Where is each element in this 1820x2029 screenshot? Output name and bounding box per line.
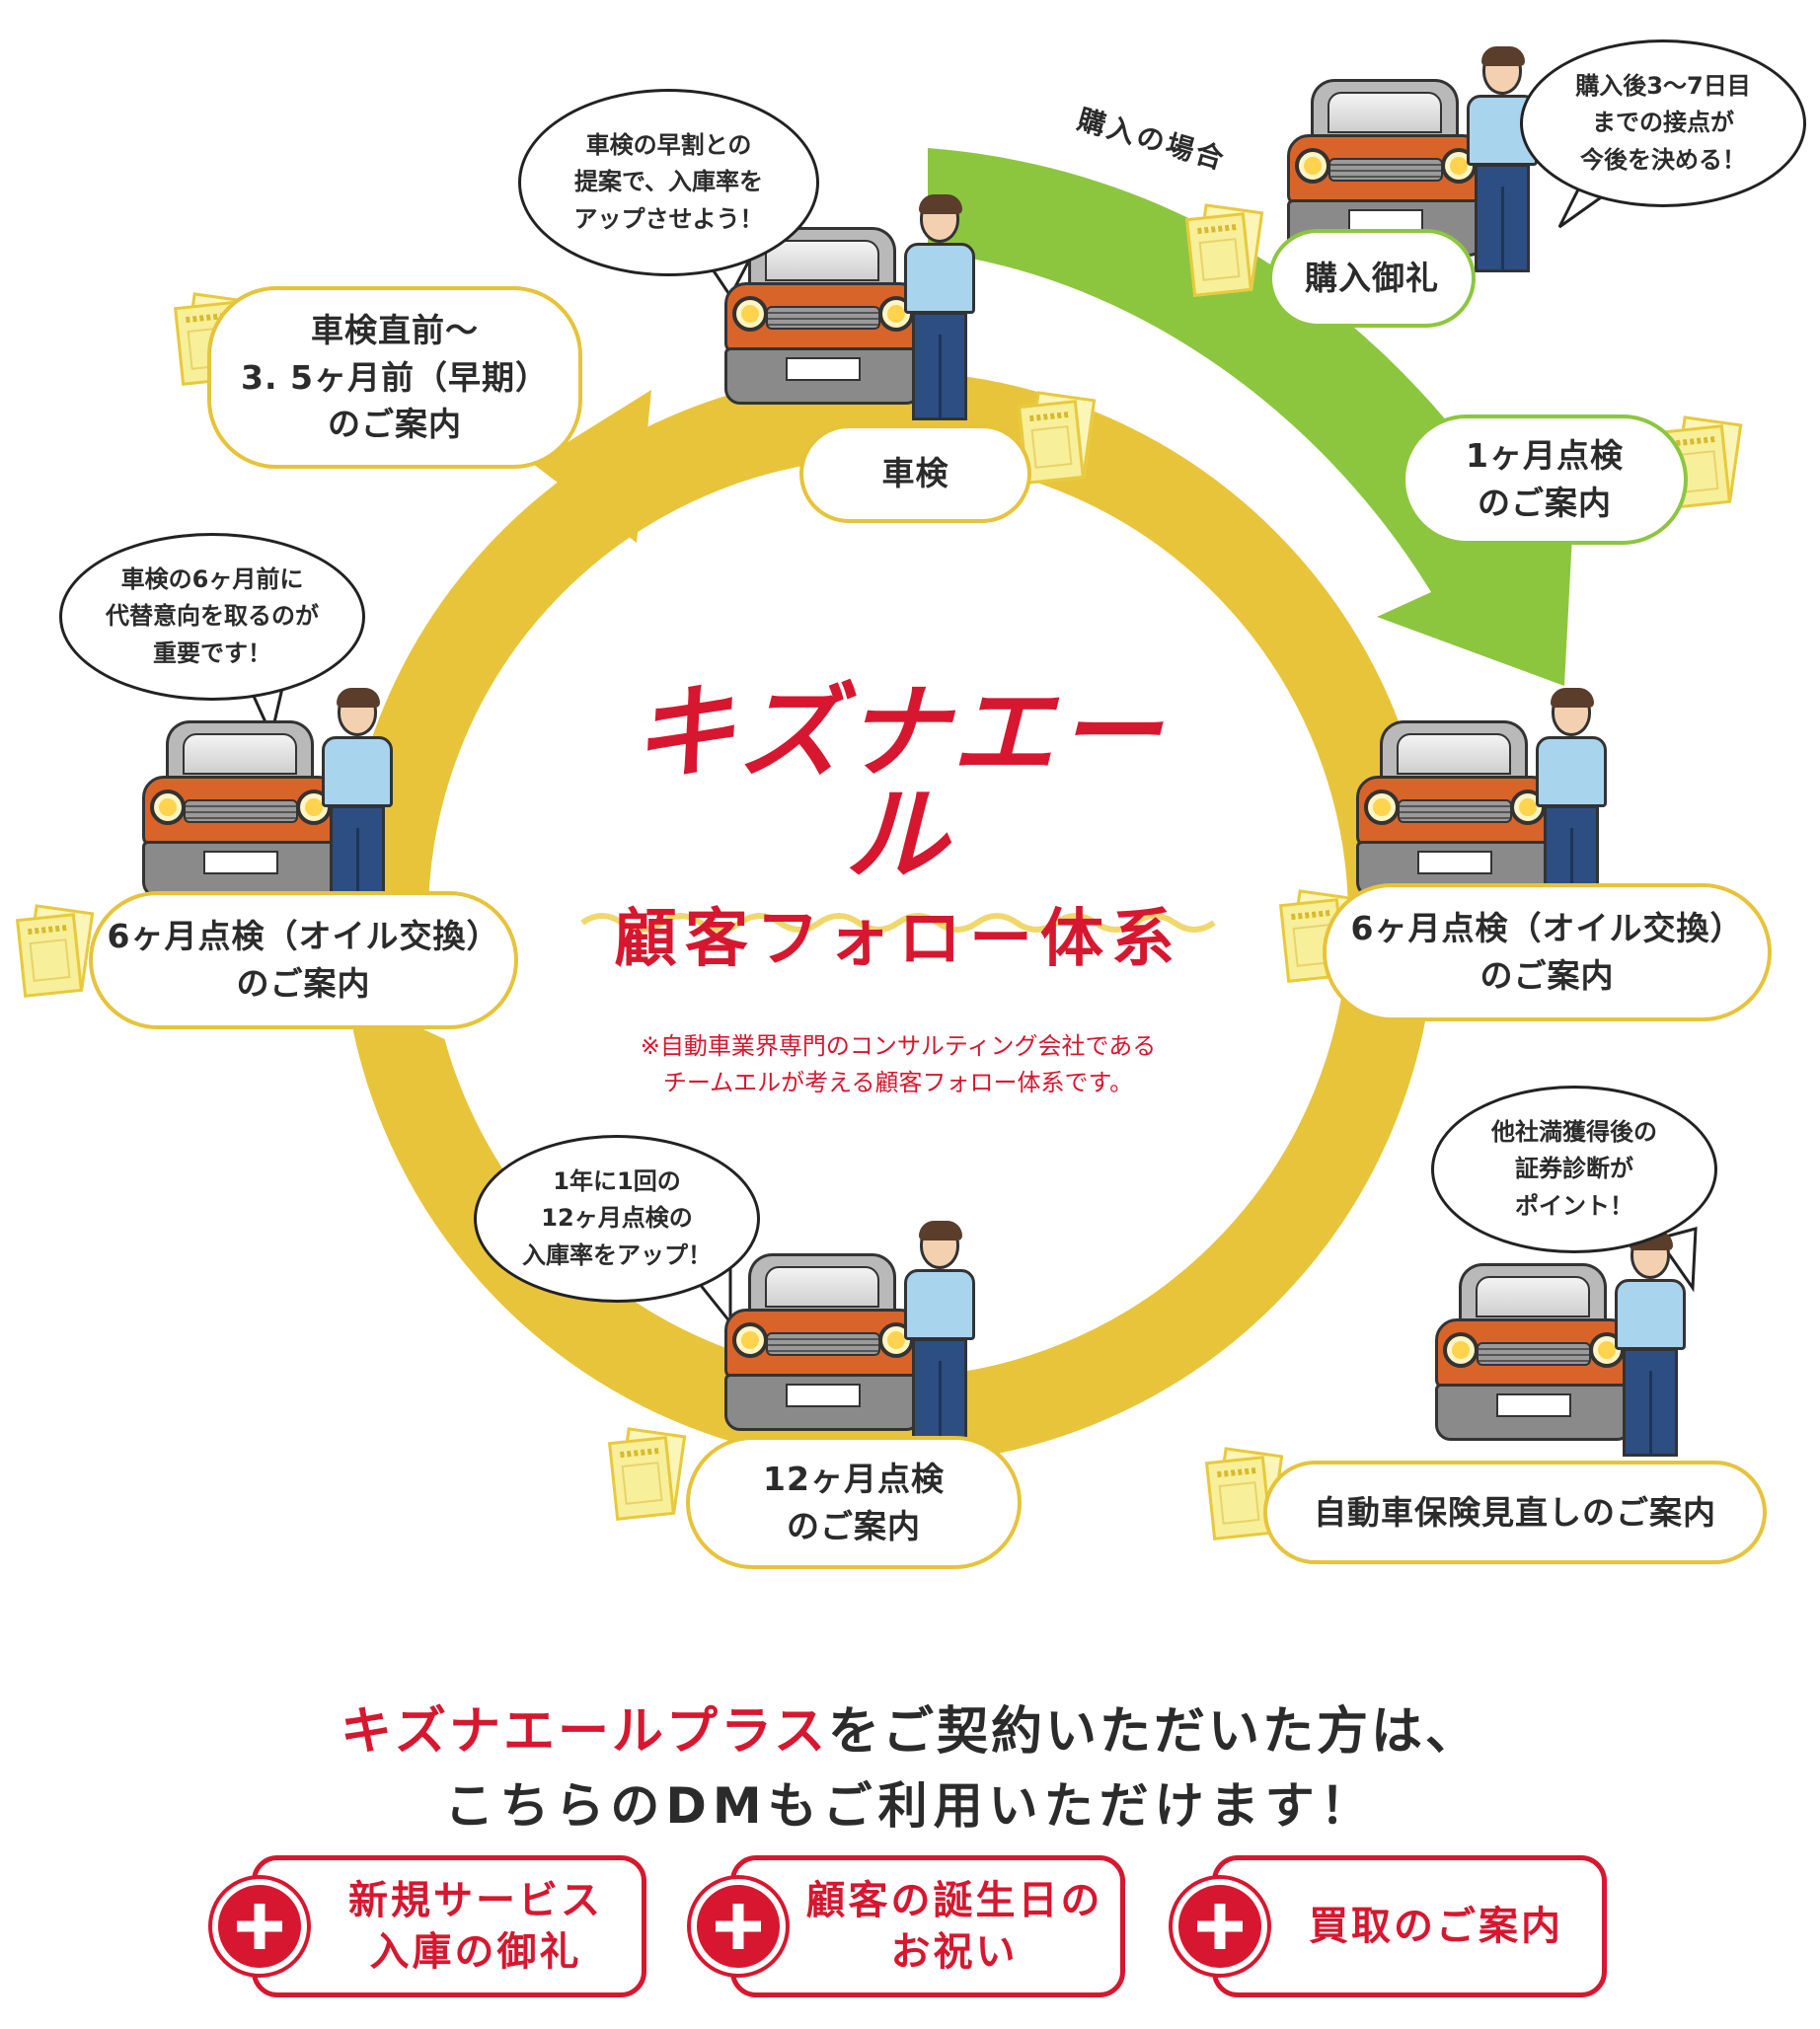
car-scene-purchase	[1263, 46, 1559, 286]
brand-title: キズナエール	[631, 672, 1165, 895]
node-six-month-right: 6ヶ月点検（オイル交換） のご案内	[1323, 883, 1772, 1021]
car-scene-inspection	[701, 194, 997, 434]
node-inspection: 車検	[799, 424, 1031, 523]
cycle-arrowhead	[533, 390, 651, 543]
document-icon	[1017, 391, 1097, 485]
plus-icon	[212, 1879, 307, 1974]
brand-note: ※自動車業界専門のコンサルティング会社である チームエルが考える顧客フォロー体系…	[640, 1032, 1157, 1097]
car-scene-twelve-month	[701, 1221, 997, 1461]
bubble-twelve-month: 1年に1回の 12ヶ月点検の 入庫率をアップ！	[474, 1135, 760, 1303]
purchase-arrow	[928, 148, 1574, 686]
document-icon	[15, 904, 95, 998]
car-scene-six-month-right	[1332, 688, 1629, 928]
bubble-inspection: 車検の早割との 提案で、入庫率を アップさせよう！	[518, 89, 819, 276]
node-twelve-month: 12ヶ月点検 のご案内	[686, 1436, 1022, 1569]
plus-heading-line2: こちらのDMもご利用いただけます！	[444, 1777, 1376, 1835]
bubble-insurance: 他社満獲得後の 証券診断が ポイント！	[1431, 1086, 1717, 1253]
document-icon	[607, 1427, 687, 1521]
plus-card-purchase-guide: 買取のご案内	[1212, 1855, 1607, 1997]
node-purchase-thanks: 購入御礼	[1268, 229, 1476, 328]
plus-heading-line1: キズナエールプラスをご契約いただいた方は、	[0, 1690, 1820, 1764]
bubble-six-month: 車検の6ヶ月前に 代替意向を取るのが 重要です！	[59, 533, 365, 701]
plus-card-birthday: 顧客の誕生日の お祝い	[730, 1855, 1125, 1997]
node-pre-inspection: 車検直前〜 3. 5ヶ月前（早期） のご案内	[207, 286, 582, 469]
plus-card-new-service: 新規サービス 入庫の御礼	[252, 1855, 646, 1997]
plus-heading-rest: をご契約いただいた方は、	[827, 1702, 1479, 1762]
bubble-purchase: 購入後3〜7日目 までの接点が 今後を決める！	[1520, 39, 1806, 207]
wavy-underline	[580, 913, 1216, 933]
brand-block: キズナエール 顧客フォロー体系 ※自動車業界専門のコンサルティング会社である チ…	[582, 681, 1214, 1101]
plus-icon	[1173, 1879, 1267, 1974]
plus-product-name: キズナエールプラス	[341, 1702, 828, 1762]
plus-icon	[691, 1879, 786, 1974]
node-one-month: 1ヶ月点検 のご案内	[1402, 414, 1688, 545]
node-insurance: 自動車保険見直しのご案内	[1263, 1461, 1767, 1564]
brand-subtitle: 顧客フォロー体系	[614, 903, 1182, 976]
car-scene-six-month-left	[118, 688, 415, 928]
document-icon	[1184, 203, 1264, 297]
car-scene-insurance	[1411, 1231, 1707, 1470]
node-six-month-left: 6ヶ月点検（オイル交換） のご案内	[89, 891, 518, 1029]
